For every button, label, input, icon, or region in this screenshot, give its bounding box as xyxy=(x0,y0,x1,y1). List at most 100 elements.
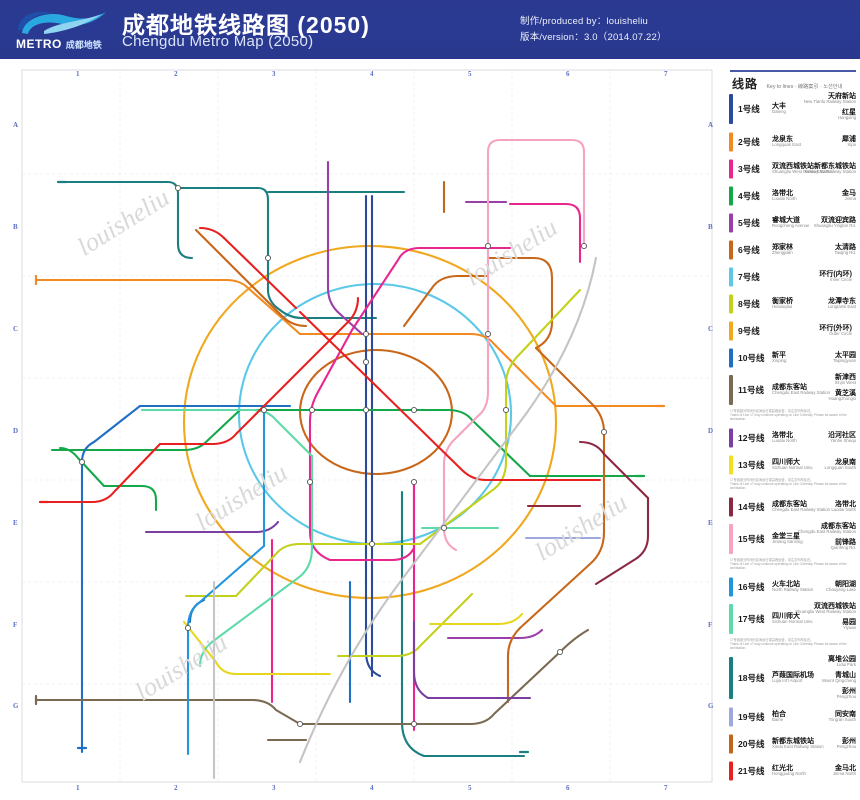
line-number-label: 13号线 xyxy=(738,459,765,470)
legend-title-cn: 线路 xyxy=(732,77,759,91)
terminal-name-en: Huangzhongxi xyxy=(828,396,856,402)
terminal-name-cn: 成都东客站 xyxy=(821,523,856,530)
terminal-name-cn: 双流迎宾路 xyxy=(821,216,856,224)
terminal-name-cn: 郑家林 xyxy=(772,243,793,251)
terminal-name-en: Heiiaoqiao xyxy=(772,303,793,309)
terminal-name-cn: 红光北 xyxy=(772,764,793,772)
line-color-swatch xyxy=(729,604,733,634)
line-number-label: 11号线 xyxy=(738,385,764,395)
terminal-name-cn: 彭州 xyxy=(842,687,856,695)
terminal-name-cn: 睿城大道 xyxy=(772,216,800,224)
terminal-name-en: Lidui Park xyxy=(836,662,856,668)
line-color-swatch xyxy=(729,497,733,516)
line-color-swatch xyxy=(729,321,733,340)
terminal-name-en: Taipingyuan xyxy=(833,357,856,363)
terminal-name-en: Rongcheng Avenue xyxy=(772,222,810,228)
line-number-label: 12号线 xyxy=(738,432,765,443)
terminal-name-cn: 洛带北 xyxy=(772,189,793,197)
terminal-name-en: Hongguang North xyxy=(772,770,806,776)
terminal-name-en: Tong'an South xyxy=(828,716,856,722)
legend-footnote-en: Trains of Line 17 may continue operating… xyxy=(730,562,847,570)
terminal-right: 环行(内环)Inner Circle xyxy=(819,271,852,283)
grid-label-row-f: F xyxy=(13,621,18,629)
terminal-name-en: Xindu East Railway Station xyxy=(772,743,824,749)
grid-label-col-6-bottom: 6 xyxy=(566,784,570,792)
legend-title-en: Key to lines · 線路案引 · 노선안내 xyxy=(766,84,843,90)
legend-row-line-7[interactable]: 7号线环行(内环)Inner Circle xyxy=(726,263,860,290)
terminal-name-en: Xindu East Railway Station xyxy=(804,168,856,174)
metro-map-canvas[interactable]: .ln{fill:none;stroke-linecap:round;strok… xyxy=(0,62,724,800)
terminal-name-en: Sichuan Normal Univ. xyxy=(772,464,814,470)
terminal-name-cn: 朝阳湖 xyxy=(835,580,856,588)
line-color-swatch xyxy=(729,267,733,286)
terminal-name-cn: 洛带北 xyxy=(835,500,856,508)
grid-label-row-e-right: E xyxy=(708,519,713,527)
terminal-name-cn: 龙潭寺东 xyxy=(828,297,856,305)
terminal-name-en: Jinma North xyxy=(832,770,856,776)
line-number-label: 5号线 xyxy=(738,217,760,228)
terminal-name-en: Chengdu East Railway Station xyxy=(772,390,831,396)
legend-divider xyxy=(730,70,856,72)
line-number-label: 10号线 xyxy=(738,352,765,363)
terminal-name-cn: 新平 xyxy=(772,351,786,359)
line-color-swatch xyxy=(729,213,733,232)
terminal-name-cn: 红星 xyxy=(842,108,856,116)
line-color-swatch xyxy=(729,375,733,405)
line-color-swatch xyxy=(729,159,733,178)
line-color-swatch xyxy=(729,455,733,474)
line-number-label: 8号线 xyxy=(738,298,760,309)
line-number-label: 3号线 xyxy=(738,163,760,174)
logo-text-cn: 成都地铁 xyxy=(65,40,102,50)
legend-row-line-9[interactable]: 9号线环行(外环)Outer Circle xyxy=(726,317,860,344)
legend-footnote-cn: 17号线部分时间为区间运行或高峰运营，请注意列车标识。 xyxy=(730,638,814,642)
grid-label-col-7: 7 xyxy=(664,70,668,78)
grid-label-col-2: 2 xyxy=(174,70,178,78)
terminal-name-en: Luodai North xyxy=(831,506,856,512)
legend-footnote: 17号线部分时间为区间运行或高峰运营，请注意列车标识。Trains of Lin… xyxy=(730,478,856,490)
grid-label-col-1: 1 xyxy=(76,70,80,78)
line-color-swatch xyxy=(729,186,733,205)
line-color-swatch xyxy=(729,657,733,699)
terminal-name-en: North Railway Station xyxy=(772,586,814,592)
terminal-name-en: Chengdu East Railway Station xyxy=(772,506,831,512)
line-color-swatch xyxy=(729,94,733,124)
terminal-name-en: Shuangliu Yingbin Rd. xyxy=(813,222,856,228)
terminal-name-en: Longquan South xyxy=(824,464,856,470)
line-number-label: 15号线 xyxy=(738,534,765,544)
terminal-name-en: Shuangliu West Railway Station xyxy=(795,609,856,615)
